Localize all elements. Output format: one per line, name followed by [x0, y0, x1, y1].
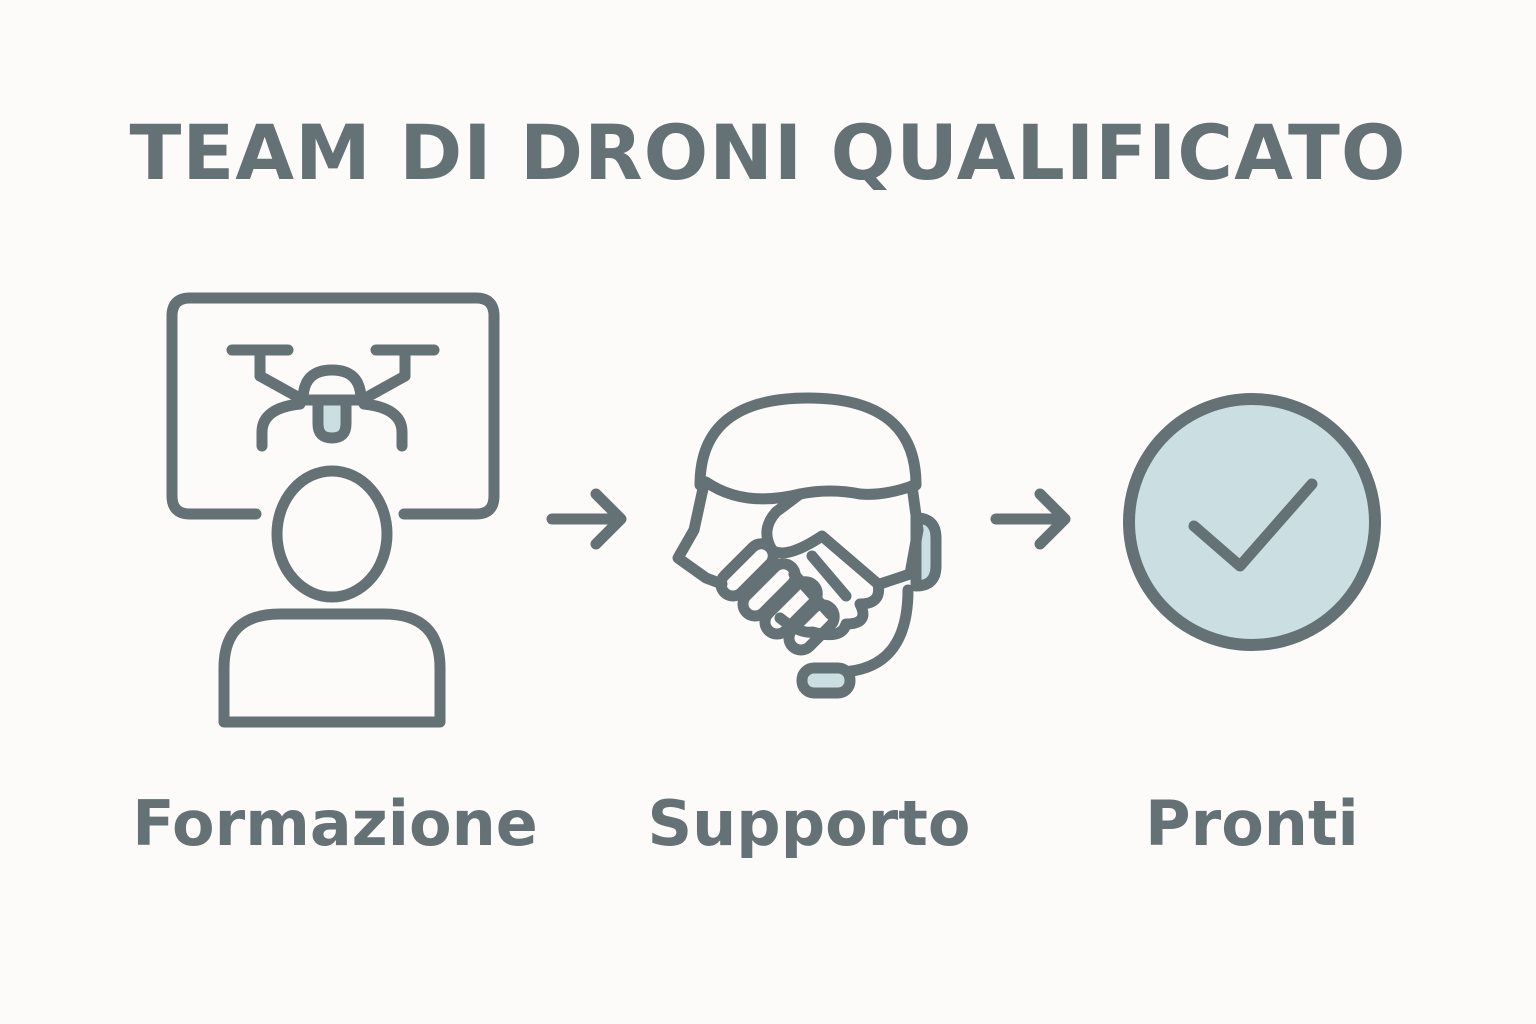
step-label-formazione: Formazione — [132, 787, 538, 860]
drone-training-icon — [166, 292, 500, 728]
step-label-supporto: Supporto — [647, 787, 971, 860]
drone-icon — [226, 344, 440, 452]
person-icon — [218, 465, 446, 728]
headset-icon — [694, 392, 942, 699]
check-circle-icon — [1123, 393, 1381, 651]
arrow-right-icon — [546, 488, 627, 550]
monitor-icon — [166, 292, 500, 520]
step-label-pronti: Pronti — [1145, 787, 1359, 860]
arrow-right-icon — [990, 488, 1071, 550]
page-title: TEAM DI DRONI QUALIFICATO — [129, 108, 1407, 197]
handshake-icon — [672, 476, 924, 656]
handshake-headset-icon — [672, 392, 942, 699]
